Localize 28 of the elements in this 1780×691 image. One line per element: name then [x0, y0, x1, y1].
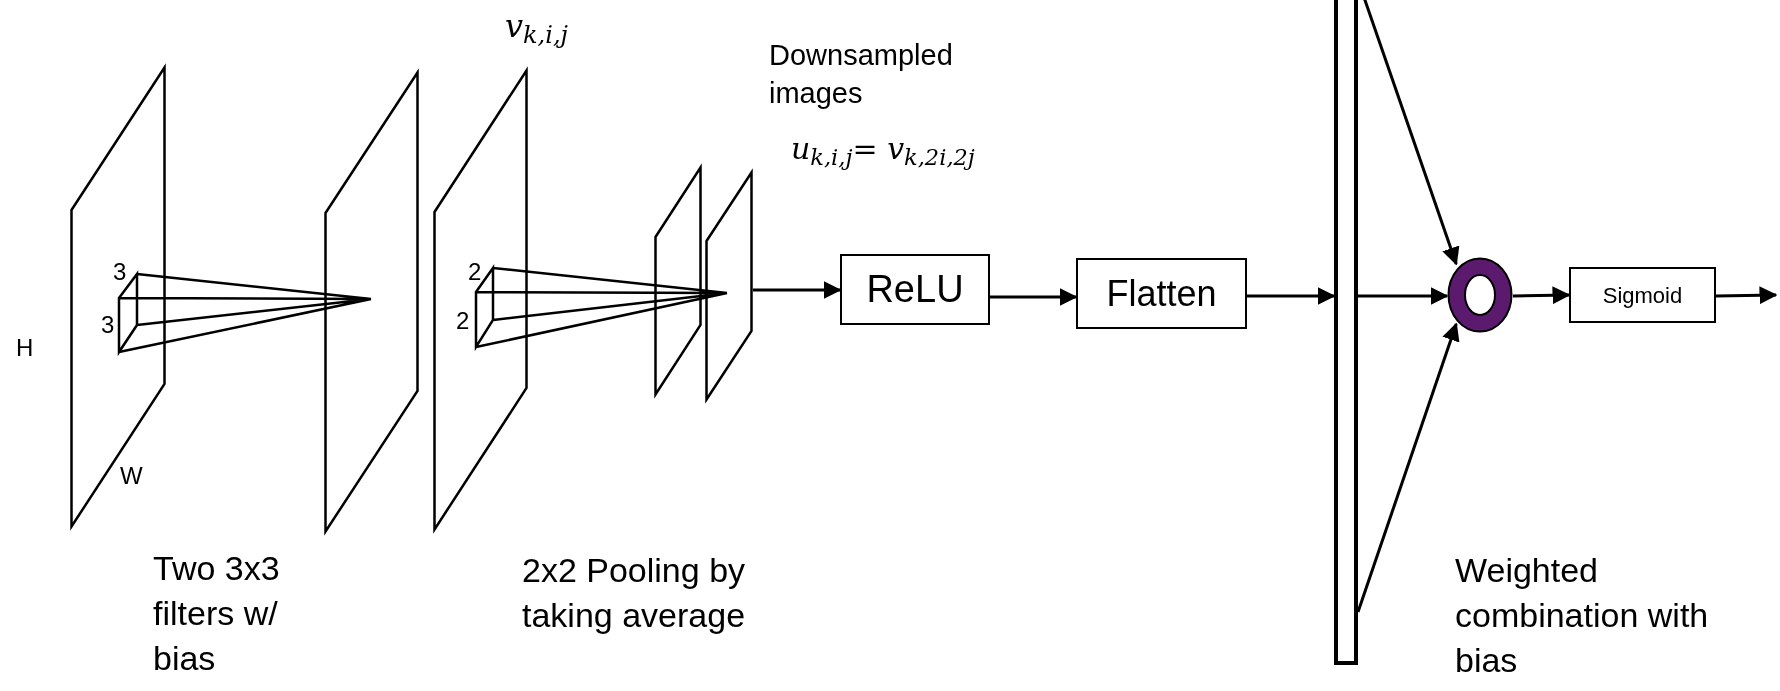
vector-bar	[1334, 0, 1358, 665]
text-label: u$_{k,i,j}$= v$_{k,2i,2j}$	[791, 130, 975, 171]
arrow	[1512, 286, 1571, 305]
feature-map-plane	[705, 171, 753, 401]
feature-map-plane	[654, 166, 702, 396]
sum-ring	[1447, 257, 1513, 333]
feature-map-plane	[433, 69, 528, 531]
text-label: 2	[456, 306, 470, 336]
text-label: Weighted combination with bias	[1455, 550, 1710, 681]
feature-map-plane	[324, 71, 419, 533]
process-box: ReLU	[840, 254, 990, 325]
text-label: 2x2 Pooling by taking average	[522, 550, 747, 636]
arrow	[753, 281, 842, 299]
arrow	[1715, 286, 1778, 305]
text-label: 2	[468, 257, 482, 287]
feature-map-plane	[70, 66, 166, 528]
arrow	[1247, 287, 1336, 305]
text-label: 3	[113, 257, 127, 287]
text-label: v$_{k,i,j}$	[505, 6, 568, 50]
arrow	[1358, 287, 1449, 305]
text-label: Downsampled images	[769, 38, 954, 111]
process-box: Flatten	[1076, 258, 1247, 329]
process-box: Sigmoid	[1569, 267, 1716, 323]
text-label: W	[120, 461, 143, 491]
text-label: H	[16, 333, 34, 363]
text-label: 3	[101, 310, 115, 340]
text-label: Two 3x3 filters w/ bias	[153, 548, 281, 679]
arrow	[990, 288, 1078, 306]
